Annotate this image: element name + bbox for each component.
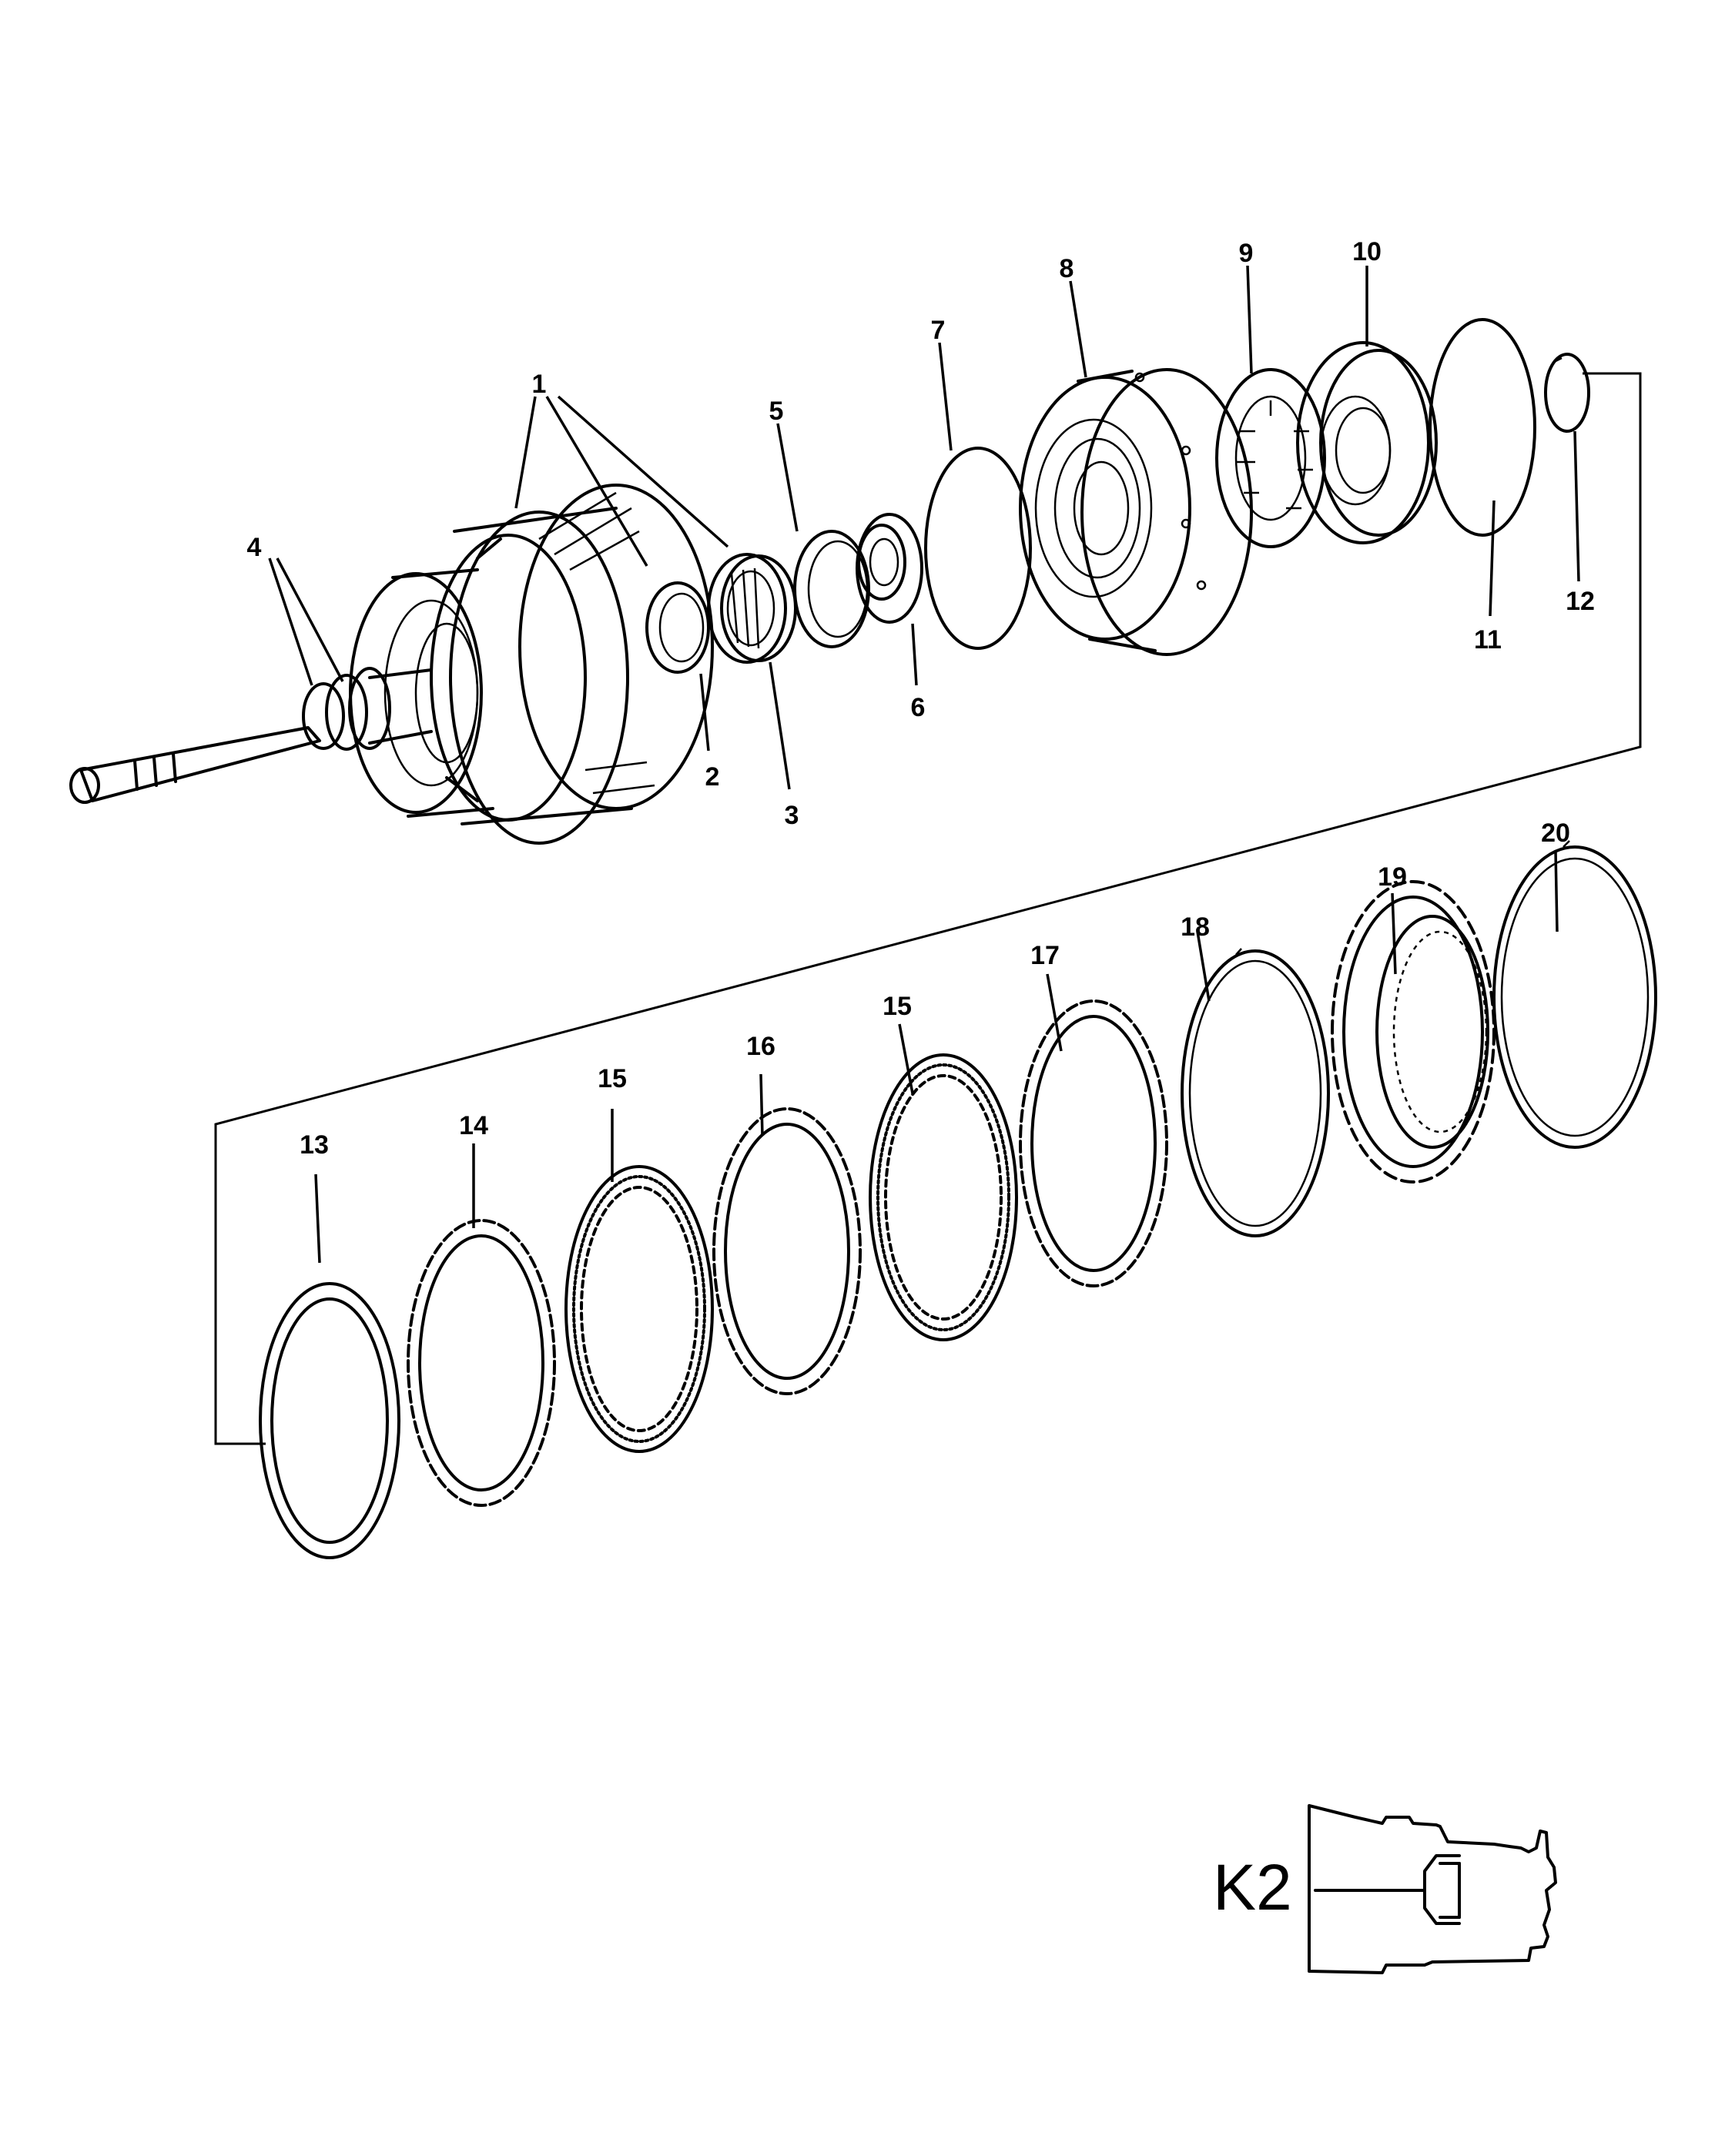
input-shaft [69,667,433,804]
part-7-o-ring [924,447,1032,650]
transmission-outline [1308,1804,1557,1974]
clutch-drum [349,484,714,845]
callout-19: 19 [1378,862,1407,892]
callout-18: 18 [1181,912,1210,942]
leader-lines [268,265,1580,1264]
callout-11: 11 [1474,625,1502,654]
part-2-race [645,581,710,674]
callout-9: 9 [1239,239,1254,268]
callout-10: 10 [1352,237,1382,266]
callout-12: 12 [1566,587,1595,616]
callout-5: 5 [769,397,784,426]
k2-locator-inset: K2 [1213,1804,1557,1974]
part-16-steel-plate [712,1107,862,1395]
callout-2: 2 [705,762,720,792]
part-17-steel-plate [1019,999,1168,1287]
callout-16: 16 [746,1032,775,1061]
part-15-friction-plate [564,1165,714,1453]
part-9-spring-plate [1215,368,1326,548]
part-6-bushing [856,513,923,624]
callout-8: 8 [1060,254,1074,283]
part-10-piston [1296,341,1438,544]
part-3-needle-bearing [707,553,797,664]
callout-15: 15 [598,1064,627,1093]
callout-13: 13 [300,1130,329,1160]
callout-7: 7 [931,316,946,345]
callout-14: 14 [459,1111,488,1140]
part-15-friction-plate-2 [869,1053,1018,1341]
part-20-snap-ring [1492,840,1657,1149]
k2-label: K2 [1213,1851,1292,1923]
callout-6: 6 [911,693,926,722]
callout-17: 17 [1030,941,1060,970]
part-14-steel-plate [407,1219,556,1507]
part-18-wave-spring [1181,948,1330,1237]
callout-20: 20 [1541,819,1570,848]
part-19-clutch-hub [1331,880,1496,1183]
part-8-piston-housing [1019,368,1253,656]
callout-labels: 1 2 3 4 5 6 7 8 9 10 11 12 13 14 15 16 1… [247,237,1595,1160]
part-12-snap-ring [1544,353,1590,433]
callout-15-second: 15 [883,992,912,1021]
callout-4: 4 [247,533,262,562]
part-5-ring [793,530,870,648]
part-13-pressure-plate [259,1282,400,1559]
group-frame [214,372,1642,1445]
part-11-seal-ring [1429,318,1536,537]
callout-3: 3 [785,801,799,830]
callout-1: 1 [532,370,547,399]
